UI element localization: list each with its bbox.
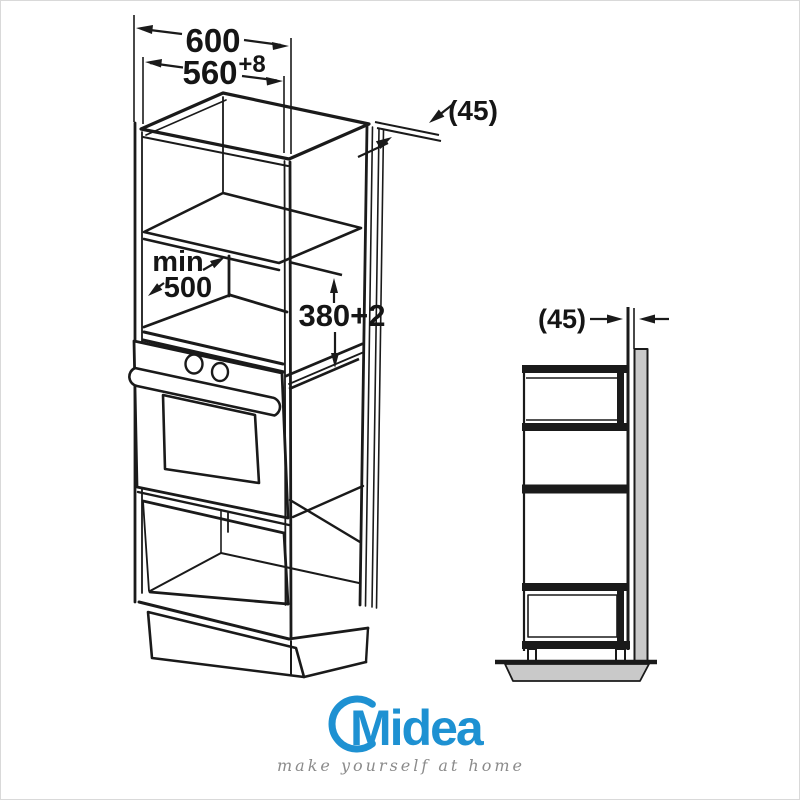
cabinet-back-edge-a [358, 124, 369, 607]
arrowhead-560-left [145, 59, 162, 68]
cabinet-top-left-inner [145, 99, 227, 136]
bottom-compartment-floor-left [149, 552, 222, 592]
side-view-drawing [495, 307, 669, 682]
niche-floor-front-lower-edge [141, 338, 286, 374]
side-floor-slab [504, 663, 650, 682]
cabinet-back-edge-b [364, 126, 374, 607]
dim-side-gap-label: (45) [538, 304, 586, 334]
front-view-drawing [128, 91, 385, 679]
side-leg-right [615, 648, 626, 662]
dim-depth-min-label: min [152, 246, 204, 278]
ext-line-380-upper [288, 260, 343, 277]
rear-wall-edge-b [376, 127, 442, 142]
side-band-niche-floor-a [284, 342, 364, 378]
arrowhead-depth-upper [210, 257, 225, 269]
arrowhead-rear-gap-lower [375, 137, 392, 149]
dim-560-superscript: +8 [238, 51, 265, 78]
oven-knob-left [184, 353, 204, 375]
midea-logo-swoosh [328, 695, 376, 753]
oven-bottom-rail [136, 490, 291, 527]
rear-wall-edge-a [374, 121, 440, 136]
cabinet-top-face-thickness [142, 136, 289, 167]
oven-handle [128, 366, 282, 417]
arrowhead-side-gap-left [639, 314, 655, 324]
cabinet-top-face [139, 91, 371, 161]
arrowhead-rear-gap-upper [429, 109, 445, 123]
cabinet-right-edge-outer [288, 160, 293, 640]
plinth-side-back-edge [364, 626, 370, 664]
bottom-compartment-opening-left [142, 500, 150, 592]
bottom-compartment-opening-top [141, 499, 286, 535]
front-view-dimensions [133, 15, 453, 391]
side-band-niche-floor-b [288, 351, 365, 385]
wall-line-a [371, 128, 380, 608]
midea-logo-wordmark: Midea [350, 700, 485, 756]
dim-rear-gap-label: (45) [448, 95, 498, 126]
upper-shelf-face [142, 191, 363, 265]
dim-600-label: 600 [185, 22, 240, 59]
arrowhead-600-left [136, 25, 153, 34]
dim-560-label: 560 [182, 54, 237, 91]
arrowhead-depth-lower [148, 283, 163, 296]
side-leg-left [527, 648, 537, 662]
arrowhead-side-gap-right [607, 314, 623, 324]
niche-floor-back-edge [228, 293, 289, 314]
arrowhead-560-right [266, 77, 283, 86]
side-band-base-top [288, 498, 362, 544]
dim-depth-value-label: 500 [164, 272, 212, 304]
side-band-oven-bottom [291, 484, 365, 519]
cabinet-bottom-front-edge [137, 600, 291, 641]
arrowhead-380-down [331, 353, 339, 368]
bottom-compartment-opening-bottom [148, 590, 290, 606]
side-oven-inner-outline [527, 594, 618, 638]
niche-floor-front-edge [142, 330, 285, 366]
plinth-front [146, 610, 306, 679]
ext-line-380-lower [288, 357, 360, 391]
cabinet-right-edge-inner [283, 160, 287, 606]
midea-logo-tagline: make yourself at home [277, 756, 525, 775]
upper-shelf-front-thickness [142, 237, 281, 272]
arrowhead-380-up [330, 278, 338, 293]
side-wall [633, 348, 649, 663]
oven-door-window [161, 393, 261, 485]
cabinet-bottom-side-edge [287, 626, 370, 641]
plinth-side-bottom-edge [302, 660, 368, 679]
niche-floor-left-edge [142, 293, 232, 329]
midea-logo: Midea make yourself at home [277, 695, 525, 775]
arrowhead-600-right [272, 42, 289, 50]
wall-line-b [375, 129, 385, 609]
dim-niche-height-label: 380+2 [298, 298, 385, 333]
oven-knob-right [210, 361, 230, 383]
